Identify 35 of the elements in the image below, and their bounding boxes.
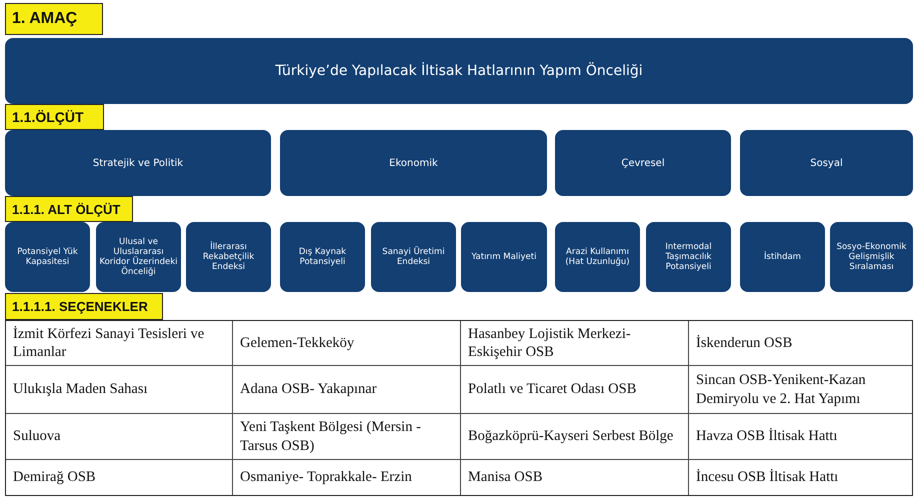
table-cell-text: İzmit Körfezi Sanayi Tesisleri ve Limanlar xyxy=(13,324,206,362)
criterion-box: Ulusal ve Uluslararası Koridor Üzerindeki Önceliği xyxy=(96,222,181,292)
table-cell-text: Adana OSB- Yakapınar xyxy=(240,380,377,399)
criterion-box: Ekonomik xyxy=(280,130,547,196)
table-cell-text: Havza OSB İltisak Hattı xyxy=(696,427,838,446)
criterion-box: İllerarası Rekabetçilik Endeksi xyxy=(186,222,271,292)
table-cell-text: Hasanbey Lojistik Merkezi-Eskişehir OSB xyxy=(468,324,632,362)
section-heading: 1.1.ÖLÇÜT xyxy=(5,104,104,130)
criterion-box: Yatırım Maliyeti xyxy=(461,222,547,292)
criterion-box: Intermodal Taşımacılık Potansiyeli xyxy=(646,222,731,292)
section-heading: 1. AMAÇ xyxy=(5,3,103,35)
table-cell-text: İncesu OSB İltisak Hattı xyxy=(696,468,838,487)
criterion-box: Türkiye’de Yapılacak İltisak Hatlarının Yapım Önceliği xyxy=(5,38,913,104)
section-heading: 1.1.1.1. SEÇENEKLER xyxy=(5,293,163,320)
table-cell-text: Boğazköprü-Kayseri Serbest Bölge xyxy=(468,427,674,446)
criterion-box: Sanayi Üretimi Endeksi xyxy=(371,222,456,292)
table-cell-text: Polatlı ve Ticaret Odası OSB xyxy=(468,380,636,399)
table-cell-text: Demirağ OSB xyxy=(13,468,96,487)
criterion-box: Sosyal xyxy=(740,130,913,196)
table-cell-text: Manisa OSB xyxy=(468,468,543,487)
criterion-box: Dış Kaynak Potansiyeli xyxy=(280,222,365,292)
criterion-box: Potansiyel Yük Kapasitesi xyxy=(5,222,90,292)
table-cell-text: İskenderun OSB xyxy=(696,334,792,352)
criterion-box: İstihdam xyxy=(740,222,825,292)
table-cell-text: Sincan OSB-Yenikent-Kazan Demiryolu ve 2. Hat Yapımı xyxy=(696,371,867,408)
table-cell-text: Yeni Taşkent Bölgesi (Mersin - Tarsus OSB) xyxy=(240,418,422,455)
table-cell-text: Suluova xyxy=(13,427,61,446)
criterion-box: Stratejik ve Politik xyxy=(5,130,271,196)
criterion-box: Arazi Kullanımı (Hat Uzunluğu) xyxy=(555,222,640,292)
criterion-box: Sosyo-Ekonomik Gelişmişlik Sıralaması xyxy=(830,222,913,292)
table-cell-text: Osmaniye- Toprakkale- Erzin xyxy=(240,468,412,487)
table-cell-text: Gelemen-Tekkeköy xyxy=(240,334,354,352)
section-heading: 1.1.1. ALT ÖLÇÜT xyxy=(5,196,133,222)
criterion-box: Çevresel xyxy=(555,130,731,196)
table-cell-text: Ulukışla Maden Sahası xyxy=(13,380,148,399)
